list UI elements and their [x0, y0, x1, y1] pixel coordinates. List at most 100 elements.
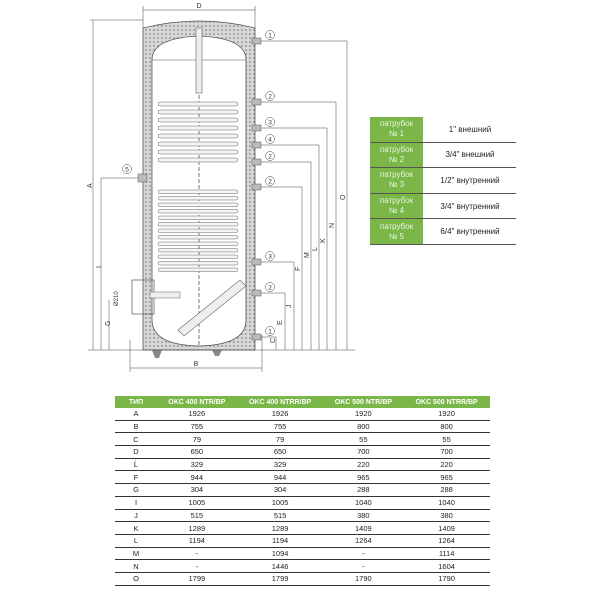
dim-label-c: C	[270, 338, 277, 343]
table-cell: K	[115, 521, 157, 535]
legend-connection-size: 1" внешний	[423, 117, 516, 143]
table-cell: -	[323, 559, 404, 573]
spec-header: OKC 500 NTRR/BP	[403, 396, 490, 408]
connection-number: 1	[268, 32, 272, 39]
table-cell: 329	[236, 458, 324, 472]
connection-number: 2	[268, 178, 272, 185]
connection-number: 3	[268, 253, 272, 260]
connection-number-badge	[265, 134, 275, 144]
connection-pipe	[251, 37, 262, 45]
coil-turn	[157, 202, 239, 207]
spec-header: OKC 500 NTR/BP	[323, 396, 404, 408]
table-cell: 1799	[157, 572, 237, 586]
table-cell: 1799	[236, 572, 324, 586]
table-cell: 1790	[323, 572, 404, 586]
table-cell: 79	[236, 432, 324, 447]
table-cell: 79	[157, 432, 237, 447]
coil-turn	[157, 141, 239, 147]
connection-number: 5	[125, 166, 129, 173]
spec-header: OKC 400 NTRR/BP	[236, 396, 324, 408]
dim-label-b: B	[194, 361, 199, 368]
table-cell: -	[157, 547, 237, 561]
dim-label-d: D	[196, 3, 201, 10]
coil-turn	[157, 149, 239, 155]
coil-turn	[157, 117, 239, 123]
legend-connection-size: 3/4" внешний	[423, 142, 516, 169]
connection-number-badge	[122, 164, 132, 174]
connection-pipe	[251, 289, 262, 297]
table-cell: 1194	[157, 534, 237, 548]
dim-label-diameter: Ø210	[114, 291, 120, 306]
dim-label-l: L	[312, 247, 319, 251]
table-cell: -	[323, 547, 404, 561]
table-cell: 1040	[403, 496, 490, 510]
connection-number-badge	[265, 251, 275, 261]
connection-number: 2	[268, 93, 272, 100]
table-cell: 650	[157, 445, 237, 459]
table-cell: F	[115, 470, 157, 485]
legend-name: патрубок	[379, 196, 414, 206]
dim-label-e: E	[277, 320, 284, 325]
heat-exchanger-coils	[157, 101, 239, 272]
dim-label-g: G	[105, 321, 112, 326]
legend-name: патрубок	[379, 170, 414, 180]
table-cell: 304	[236, 483, 324, 497]
table-cell: 1409	[323, 521, 404, 535]
table-cell: 1920	[403, 408, 490, 421]
table-cell: 650	[236, 445, 324, 459]
coil-turn	[157, 109, 239, 115]
table-cell: A	[115, 408, 157, 421]
table-cell: 220	[323, 458, 404, 472]
legend-number: № 1	[388, 129, 405, 139]
legend-connection-size: 1/2" внутренний	[423, 167, 516, 194]
table-cell: Ĺ	[115, 458, 157, 472]
connection-number: 4	[268, 136, 272, 143]
table-cell: 944	[157, 470, 237, 485]
legend-name: патрубок	[379, 221, 414, 231]
table-cell: C	[115, 432, 157, 447]
legend-number: № 4	[388, 206, 405, 216]
spec-header: OKC 400 NTR/BP	[157, 396, 237, 408]
coil-turn	[157, 222, 239, 227]
table-cell: 965	[323, 470, 404, 485]
connection-pipe	[251, 98, 262, 106]
table-cell: 304	[157, 483, 237, 497]
coil-turn	[157, 189, 239, 194]
table-cell: 1926	[236, 408, 324, 421]
table-cell: 1194	[236, 534, 324, 548]
table-cell: M	[115, 547, 157, 561]
connection-pipe	[251, 333, 262, 341]
table-cell: 1790	[403, 572, 490, 586]
table-cell: 1409	[403, 521, 490, 535]
coil-turn	[157, 209, 239, 214]
dim-label-o: O	[340, 194, 347, 200]
coil-turn	[157, 261, 239, 266]
table-cell: 755	[236, 420, 324, 434]
table-cell: 800	[323, 420, 404, 434]
connection-number-badge	[265, 91, 275, 101]
table-cell: D	[115, 445, 157, 459]
connection-number-badge	[265, 117, 275, 127]
legend-connection-size: 3/4" внутренний	[423, 193, 516, 220]
connection-pipe	[251, 141, 262, 149]
table-cell: 700	[403, 445, 490, 459]
legend-number: № 2	[388, 154, 405, 164]
table-cell: 288	[323, 483, 404, 497]
table-cell: 944	[236, 470, 324, 485]
table-cell: 55	[403, 432, 490, 447]
